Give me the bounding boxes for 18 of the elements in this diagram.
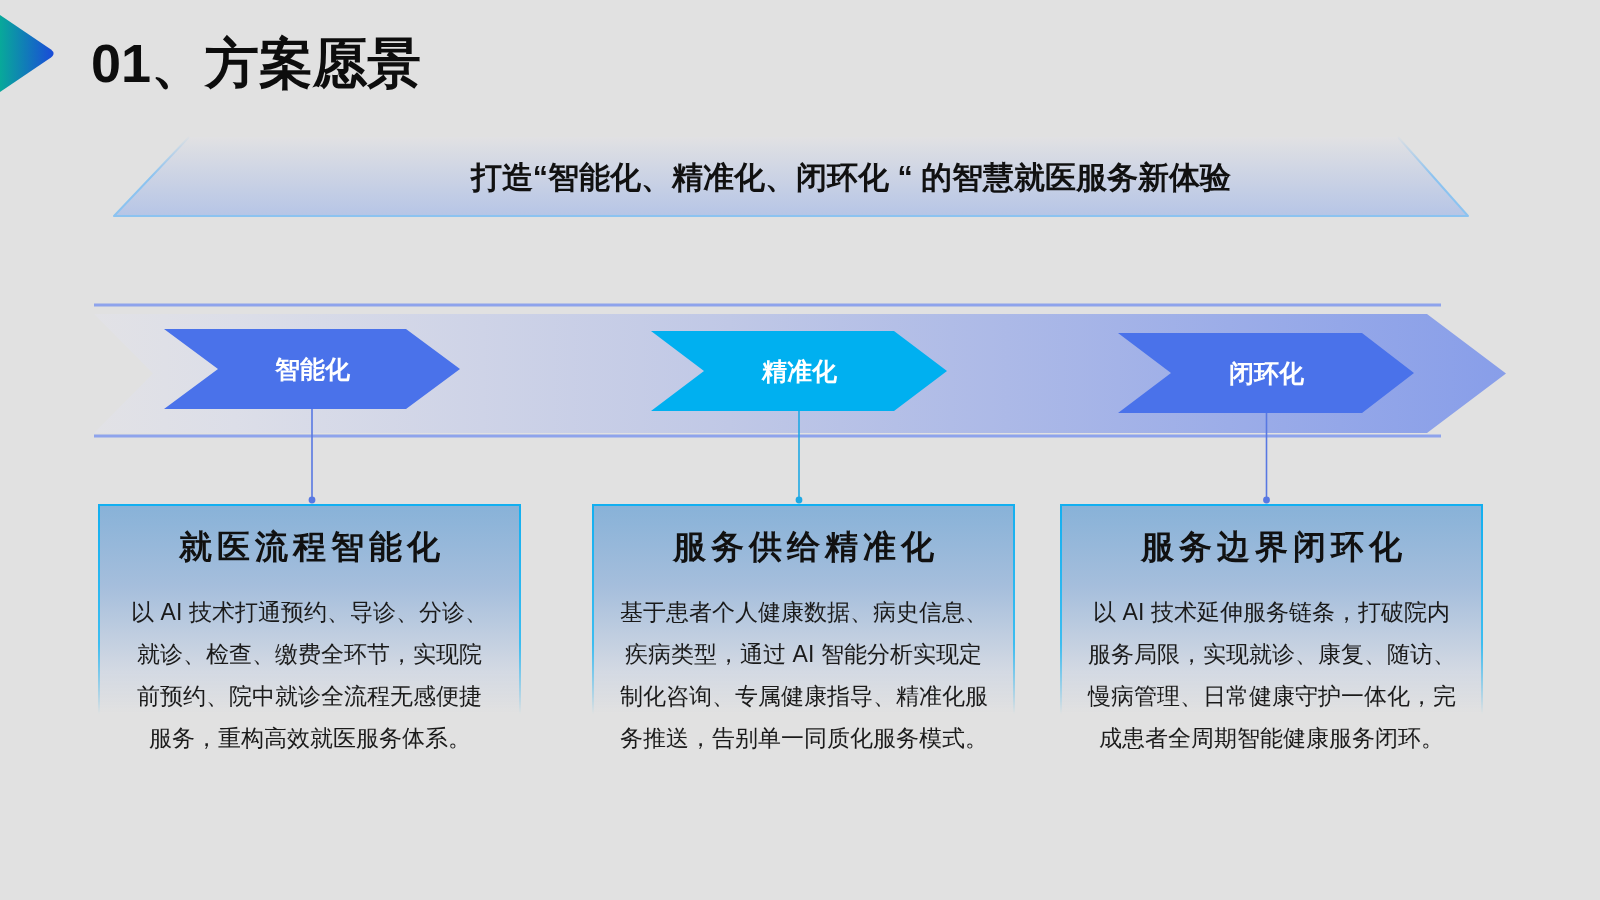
connector-line (795, 410, 803, 504)
connector-line (1263, 412, 1270, 504)
chevron-label: 智能化 (274, 354, 350, 384)
card-heading: 就医流程智能化 (178, 527, 445, 567)
chevron-shape (651, 331, 947, 411)
connector-line (308, 408, 316, 504)
page-title: 01、方案愿景 (91, 32, 422, 95)
chevron-label: 精准化 (761, 356, 837, 386)
card-heading: 服务供给精准化 (671, 527, 939, 567)
card-heading: 服务边界闭环化 (1139, 527, 1407, 567)
banner-text: 打造“智能化、精准化、闭环化 “ 的智慧就医服务新体验 (470, 159, 1232, 196)
chevron-label: 闭环化 (1229, 358, 1304, 388)
chevron-shape (164, 329, 460, 409)
chevron-shape (1118, 333, 1414, 413)
card-text: 基于患者个人健康数据、病史信息、疾病类型，通过 AI 智能分析实现定制化咨询、专属健康指导、精准化服务推送，告别单一同质化服务模式。 (618, 598, 989, 753)
trapezoid-banner (113, 135, 1469, 219)
card-text: 以 AI 技术延伸服务链条，打破院内服务局限，实现就诊、康复、随访、慢病管理、日常健康守护一体化，完成患者全周期智能健康服务闭环。 (1086, 598, 1457, 753)
card-text: 以 AI 技术打通预约、导诊、分诊、就诊、检查、缴费全环节，实现院前预约、院中就诊全流程无感便捷服务，重构高效就医服务体系。 (130, 598, 489, 753)
